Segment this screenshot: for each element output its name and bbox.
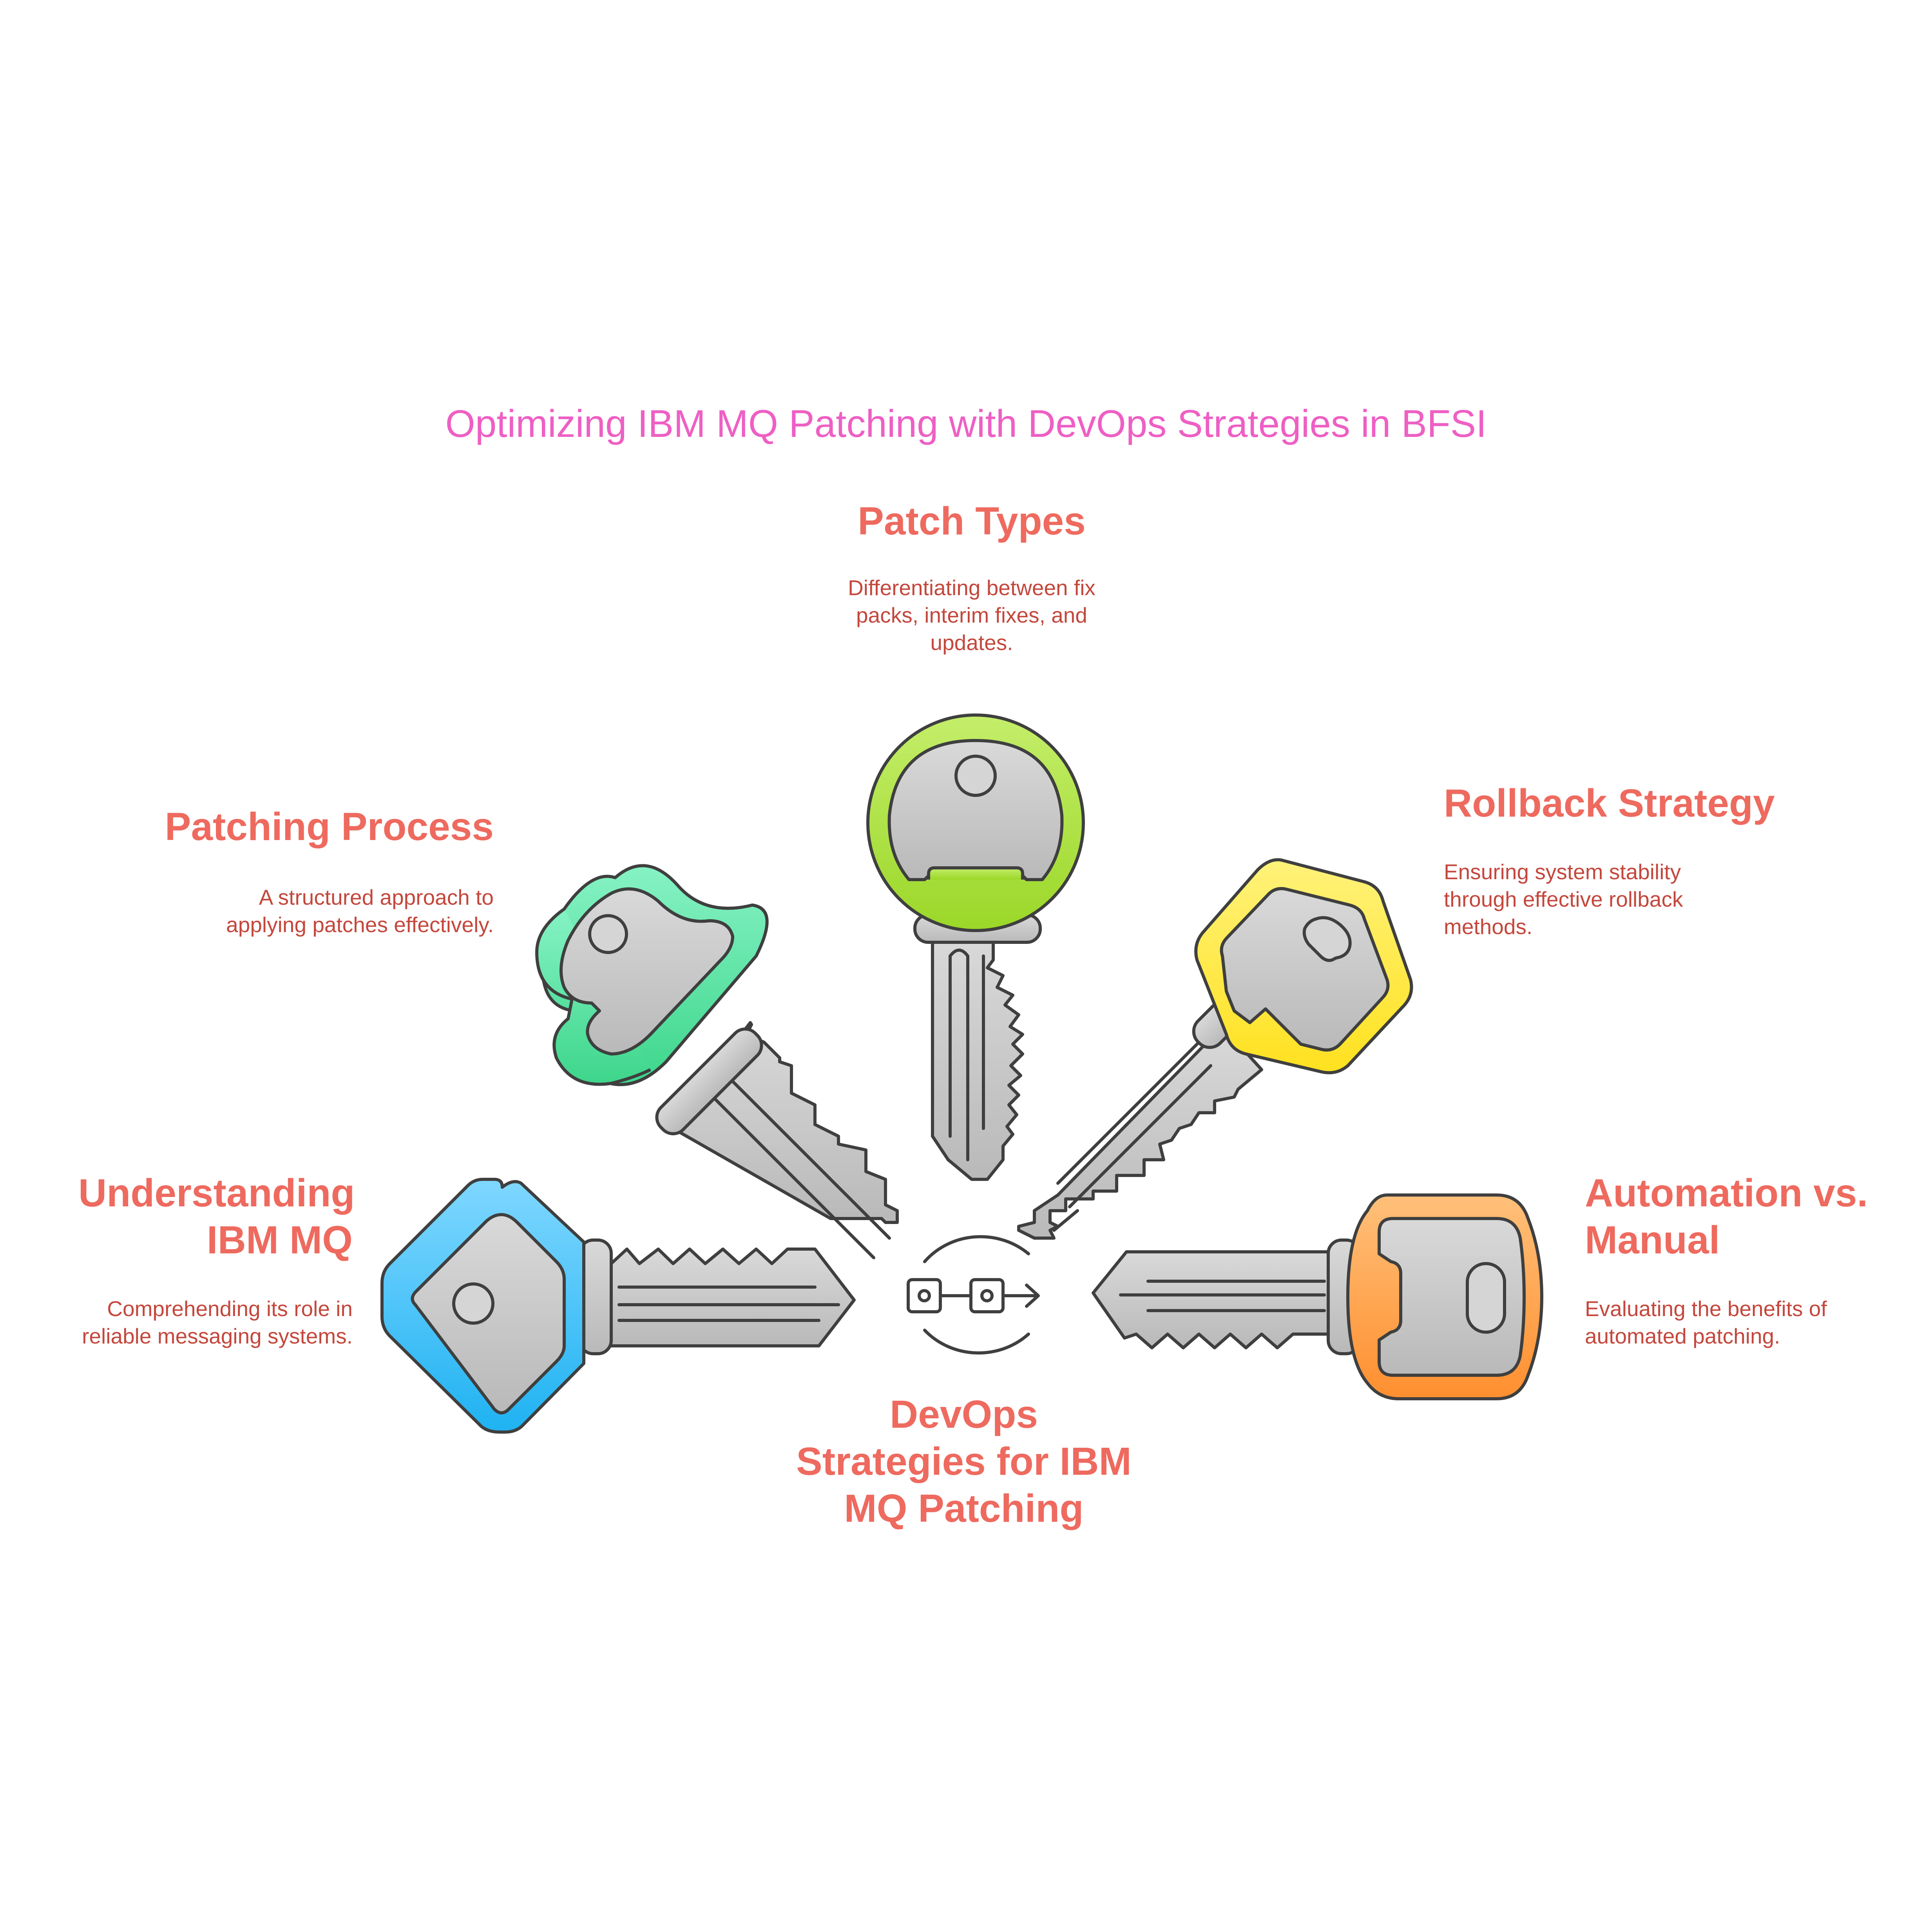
heading-rollback-strategy: Rollback Strategy <box>1444 781 1775 825</box>
description-patching-process: A structured approach to applying patche… <box>226 885 494 937</box>
yellow-key-icon <box>1017 858 1413 1240</box>
heading-patch-types: Patch Types <box>858 499 1086 543</box>
description-rollback-strategy: Ensuring system stability through effect… <box>1444 860 1683 939</box>
description-automation-vs-manual: Evaluating the benefits of automated pat… <box>1585 1296 1827 1348</box>
heading-automation-vs-manual: Automation vs. Manual <box>1585 1171 1868 1262</box>
description-understanding-ibm-mq: Comprehending its role in reliable messa… <box>82 1296 353 1348</box>
heading-patching-process: Patching Process <box>165 805 494 849</box>
page-title: Optimizing IBM MQ Patching with DevOps S… <box>445 402 1487 445</box>
pipeline-icon <box>907 1235 1040 1355</box>
green-key-icon <box>535 864 899 1259</box>
lime-key-icon <box>866 713 1085 1181</box>
blue-key-icon <box>380 1178 856 1434</box>
orange-key-icon <box>1092 1193 1543 1400</box>
description-patch-types: Differentiating between fix packs, inter… <box>848 576 1095 655</box>
heading-understanding-ibm-mq: Understanding IBM MQ <box>78 1171 355 1262</box>
center-label: DevOps Strategies for IBM MQ Patching <box>796 1392 1132 1530</box>
